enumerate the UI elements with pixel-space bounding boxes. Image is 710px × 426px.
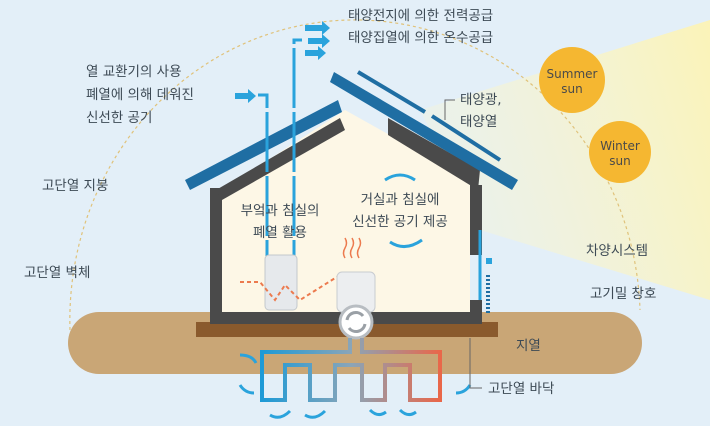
winter-sun: Winter sun	[589, 121, 651, 183]
left-roof-underlay	[216, 118, 345, 200]
floor-leader	[469, 338, 482, 389]
intake-duct	[258, 93, 269, 300]
solar-panels	[356, 70, 502, 162]
waste-heat-label-1: 부엌과 침실의	[241, 203, 320, 219]
winter-sun-label: Winter	[600, 139, 640, 153]
wall-insulation-label: 고단열 벽체	[24, 265, 90, 281]
solar-leader	[444, 99, 455, 120]
heat-waves-icon	[342, 237, 362, 259]
right-roof-underlay	[388, 118, 480, 190]
airtight-window-label: 고기밀 창호	[590, 286, 656, 302]
shading-device	[486, 258, 492, 264]
heat-recovery-icon	[338, 304, 374, 340]
geothermal-label: 지열	[516, 338, 541, 354]
winter-sun-label-2: sun	[609, 154, 630, 168]
solar-light-label-2: 태양열	[460, 114, 497, 130]
exhaust-duct	[292, 38, 302, 300]
sunlight-beam	[420, 20, 710, 300]
geothermal-loop	[260, 338, 442, 402]
shading-label: 차양시스템	[586, 243, 648, 259]
fresh-air-label-3: 신선한 공기	[86, 110, 152, 126]
roof-insulation-label: 고단열 지붕	[42, 178, 108, 194]
summer-sun-label-2: sun	[561, 82, 582, 96]
left-roof	[185, 100, 342, 190]
summer-sun-label: Summer	[547, 67, 598, 81]
heat-exchanger-core	[264, 254, 298, 311]
solar-power-label: 태양전지에 의한 전력공급	[348, 8, 493, 24]
waste-heat-path	[240, 274, 341, 302]
floor-insulation-label: 고단열 바닥	[488, 381, 554, 397]
summer-sun: Summer sun	[539, 47, 605, 113]
supply-air-label-2: 신선한 공기 제공	[352, 214, 448, 230]
recycle-arrows-icon	[345, 311, 367, 333]
fresh-air-arrow-bottom	[389, 238, 423, 248]
ground-air-arrows	[238, 353, 472, 419]
fresh-air-label-2: 폐열에 의해 데워진	[86, 87, 194, 103]
supply-air-label-1: 거실과 침실에	[361, 192, 440, 208]
waste-heat-label-2: 폐열 활용	[253, 225, 307, 241]
fresh-air-label-1: 열 교환기의 사용	[86, 64, 182, 80]
fresh-air-arrow-top	[384, 173, 416, 182]
solar-light-label-1: 태양광,	[460, 92, 502, 108]
solar-hot-water-label: 태양집열에 의한 온수공급	[348, 30, 493, 46]
right-roof	[330, 72, 518, 190]
air-arrows-icon	[235, 21, 330, 103]
